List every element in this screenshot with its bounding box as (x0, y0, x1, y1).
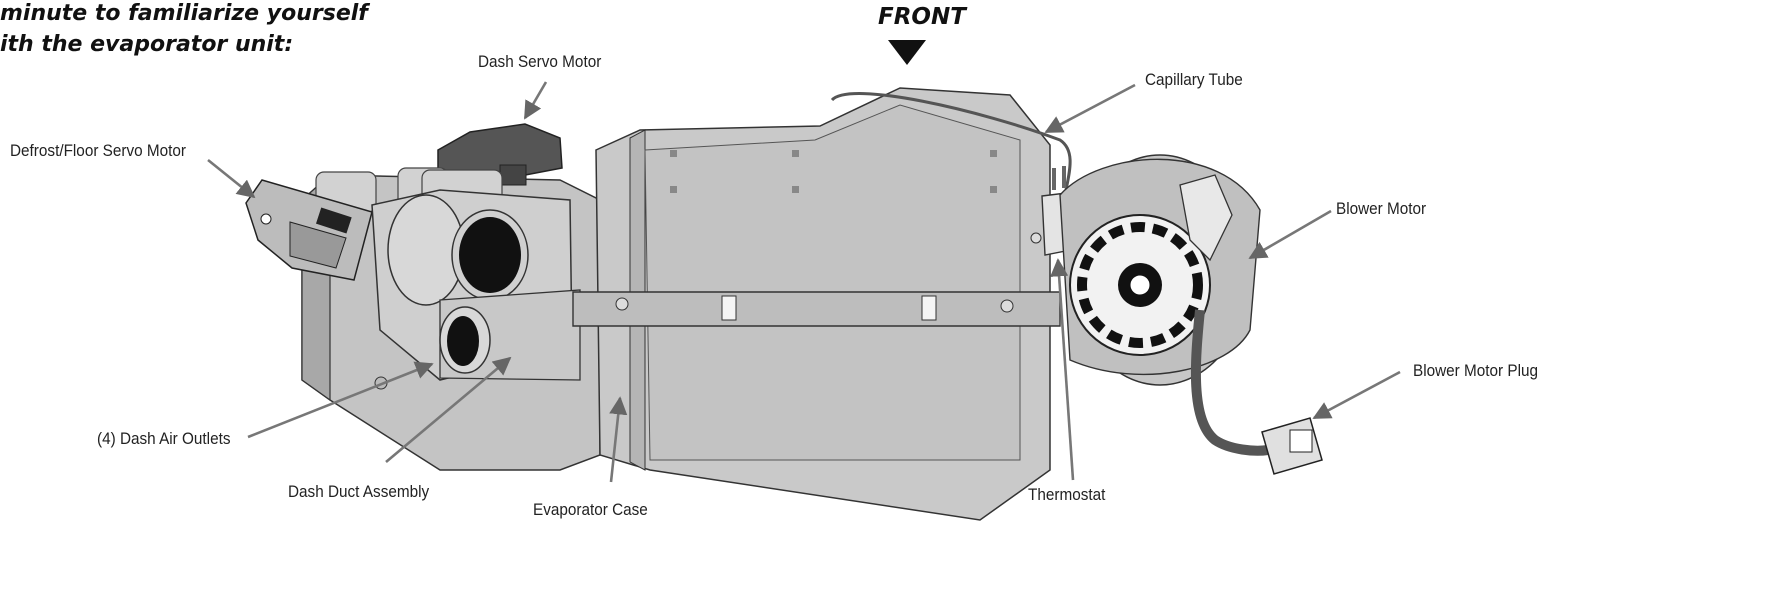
label-dash-servo-motor: Dash Servo Motor (478, 52, 602, 71)
label-capillary-tube: Capillary Tube (1145, 70, 1243, 89)
intro-line-2: ith the evaporator unit: (0, 32, 294, 57)
blower-motor-plug (1190, 309, 1323, 475)
front-label: FRONT (878, 4, 966, 30)
leader-lines (207, 81, 1401, 483)
lower-air-outlet (374, 289, 581, 390)
label-blower-motor-plug: Blower Motor Plug (1413, 361, 1539, 380)
blower-motor (1059, 154, 1261, 386)
label-thermostat: Thermostat (1028, 485, 1106, 504)
capillary-tube (830, 92, 1072, 191)
evaporator-case (572, 87, 1061, 521)
front-arrow-icon (888, 40, 926, 65)
label-defrost-floor-servo-motor: Defrost/Floor Servo Motor (10, 141, 187, 160)
defrost-floor-servo-motor (245, 179, 373, 281)
label-dash-air-outlets: (4) Dash Air Outlets (97, 429, 231, 448)
label-blower-motor: Blower Motor (1336, 199, 1427, 218)
label-evaporator-case: Evaporator Case (533, 500, 648, 519)
intro-line-1: minute to familiarize yourself (0, 1, 368, 26)
intro-text: minute to familiarize yourself ith the e… (0, 0, 368, 60)
label-dash-duct-assembly: Dash Duct Assembly (288, 482, 430, 501)
dash-servo-motor (437, 123, 563, 186)
